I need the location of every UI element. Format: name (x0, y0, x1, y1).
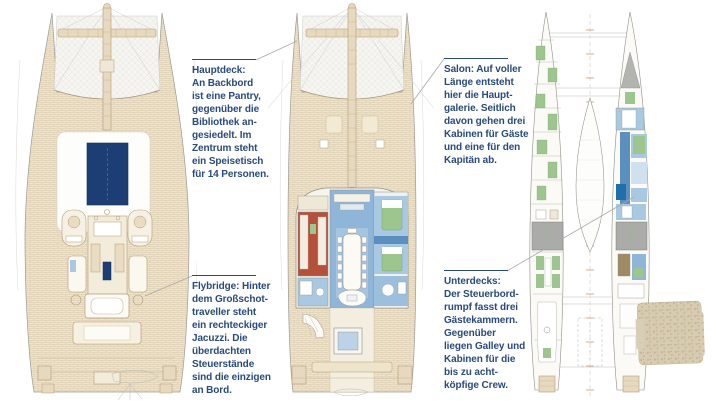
port-aft-compartment (537, 301, 557, 363)
engine-room-port (531, 221, 564, 251)
annotation-hauptdeck: Hauptdeck: An Backbord ist eine Pantry, … (192, 59, 304, 181)
starboard-swim-step (622, 375, 640, 393)
annotation-unterdecks: Unterdecks: Der Steuerbord- rumpf fasst … (444, 270, 556, 392)
port-cabin-beds (535, 45, 558, 201)
helm-station-starboard (127, 209, 153, 247)
annotation-flybridge: Flybridge: Hinter dem Großschot- travell… (192, 275, 304, 397)
crossbeam-lines (542, 32, 634, 368)
annotation-hauptdeck-text: Hauptdeck: An Backbord ist eine Pantry, … (192, 65, 269, 180)
annotation-salon: Salon: Auf voller Länge entsteht hier di… (444, 58, 556, 167)
annotation-unterdecks-text: Unterdecks: Der Steuerbord- rumpf fasst … (444, 276, 526, 391)
aft-sunpad (72, 321, 142, 345)
annotation-rule (444, 270, 508, 271)
bowsprit-spine (99, 3, 115, 131)
bowsprit-spine (346, 3, 358, 198)
annotation-rule (444, 58, 508, 59)
spiral-staircase (302, 313, 325, 339)
tender-outline (333, 388, 369, 396)
annotation-rule (192, 59, 256, 60)
port-swim-step (538, 375, 556, 393)
flybridge-deck-plan (15, 3, 197, 401)
captain-cabin (615, 107, 645, 131)
foredeck-sunpads (319, 115, 385, 149)
side-sofas (67, 255, 148, 306)
helm-station-port (61, 209, 87, 247)
dinghy-outline (111, 370, 159, 401)
central-nacelle (575, 96, 605, 253)
mast-console (87, 215, 128, 303)
bow-rigging (53, 6, 161, 91)
stern-fittings (36, 357, 178, 394)
engine-room-starboard (615, 221, 648, 251)
annotation-salon-text: Salon: Auf voller Länge entsteht hier di… (444, 64, 529, 166)
jacuzzi (84, 293, 130, 319)
hauptdeck-plan (267, 3, 435, 396)
port-bathroom (297, 277, 329, 307)
salon-skylight (86, 142, 129, 206)
annotation-flybridge-text: Flybridge: Hinter dem Großschot- travell… (192, 281, 271, 396)
starboard-cabins (373, 191, 409, 309)
pantry (297, 211, 329, 277)
bow-rigging (267, 6, 435, 109)
tender-bay-dashed (577, 317, 603, 367)
salon-lounge-sofa (337, 289, 367, 307)
boarding-platform (635, 300, 705, 366)
aft-cockpit (291, 307, 413, 393)
annotation-rule (192, 275, 256, 276)
sail-locker (620, 51, 641, 89)
guest-corridor (616, 132, 647, 220)
compass (104, 209, 110, 215)
